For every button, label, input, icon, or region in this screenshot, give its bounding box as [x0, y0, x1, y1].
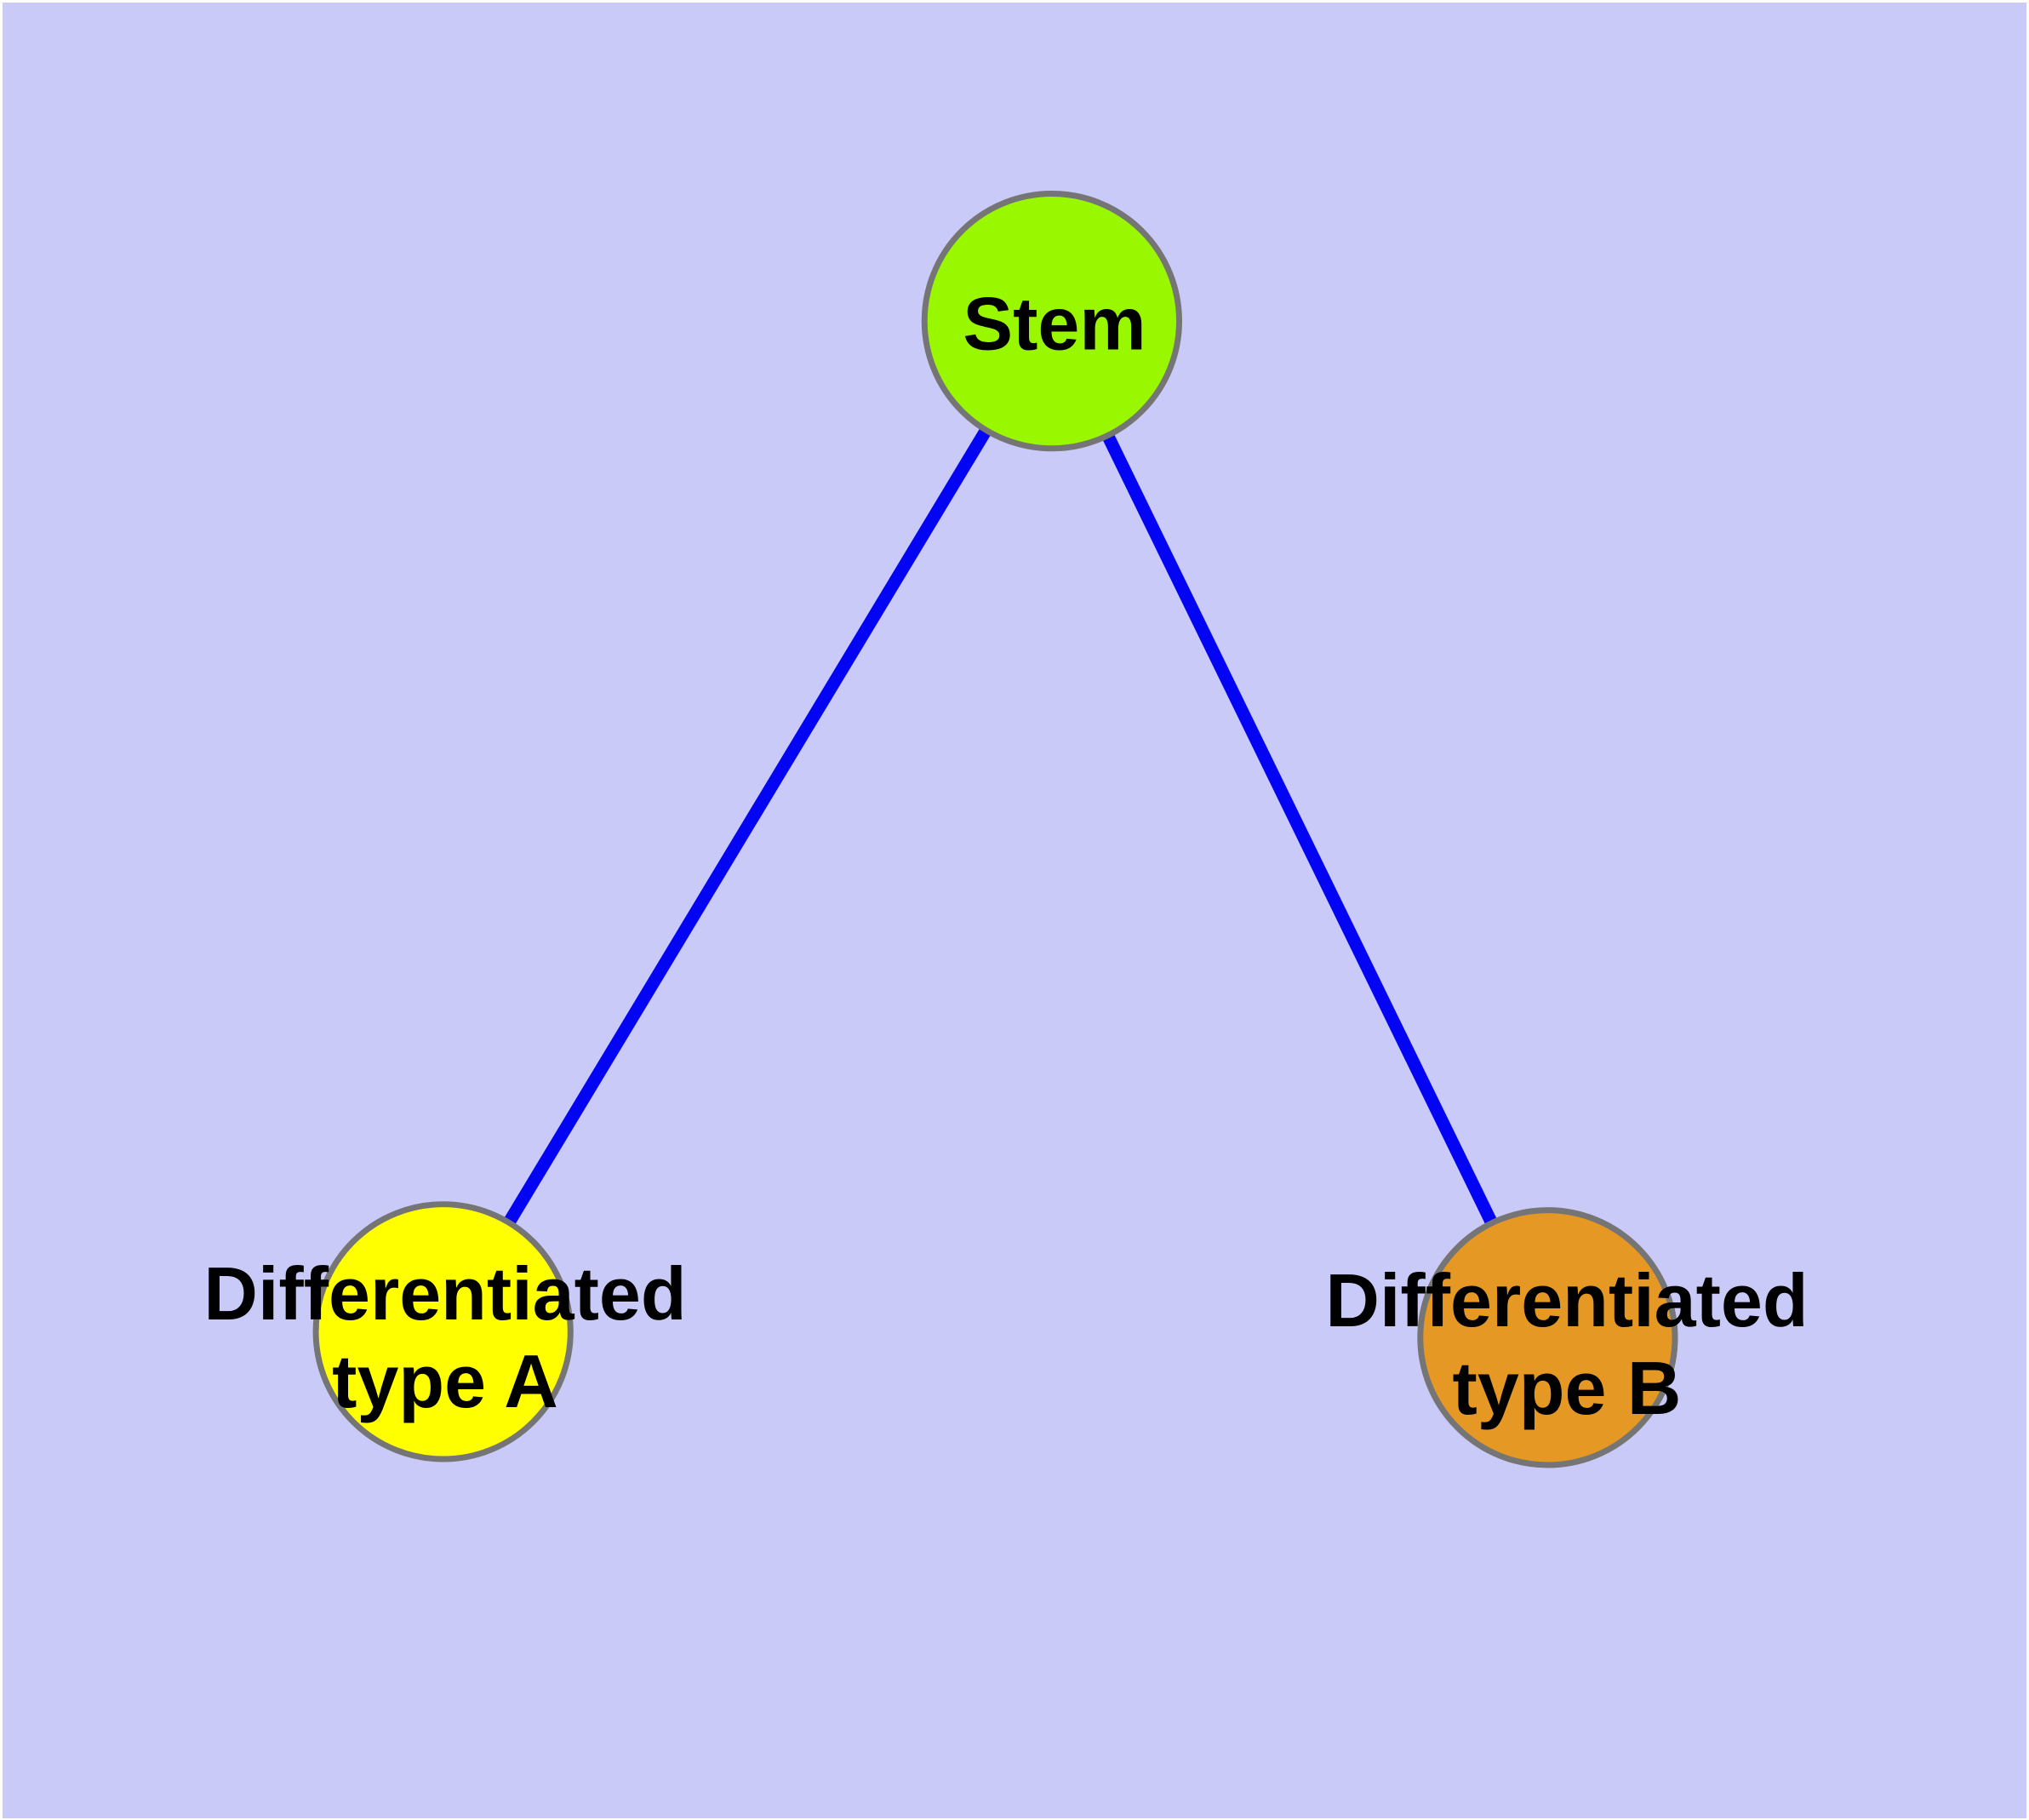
edge-stem-to-type-a [437, 318, 1058, 1336]
diagram-canvas: Stem Differentiated type A Differentiate… [3, 3, 2026, 1818]
type-b-node-label: Differentiated type B [1325, 1256, 1808, 1432]
type-a-label-line2: type A [332, 1339, 558, 1423]
type-b-label-line1: Differentiated [1325, 1258, 1809, 1342]
type-a-label-line1: Differentiated [203, 1251, 687, 1336]
stem-node-circle [921, 190, 1183, 452]
edge-stem-to-type-b [1046, 318, 1554, 1341]
type-b-node-circle [1417, 1207, 1678, 1468]
type-b-label-line2: type B [1452, 1346, 1682, 1430]
stem-node-label: Stem [963, 281, 1146, 366]
type-a-node-circle [312, 1201, 574, 1462]
cell-lineage-diagram [312, 190, 1678, 1468]
type-a-node-label: Differentiated type A [203, 1250, 686, 1425]
